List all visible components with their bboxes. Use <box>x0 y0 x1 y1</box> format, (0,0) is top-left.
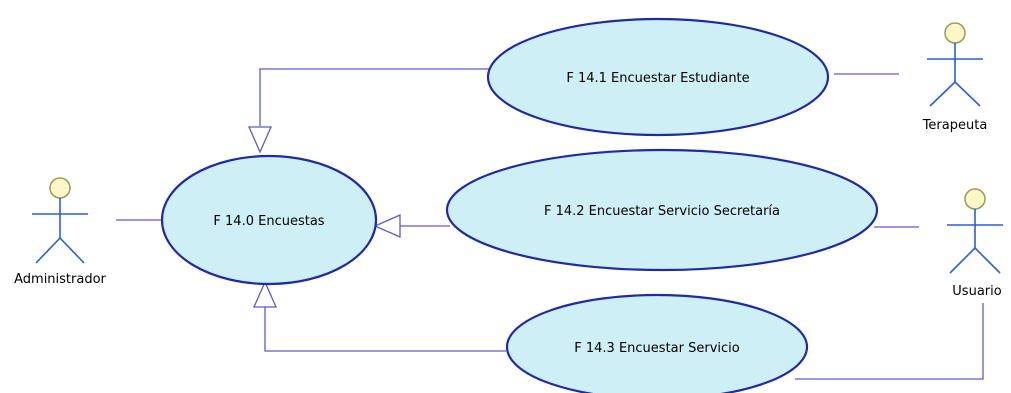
actor-administrador[interactable]: Administrador <box>14 177 107 287</box>
use-case-141-ellipse <box>486 17 830 137</box>
use-case-142-ellipse <box>445 148 879 272</box>
actor-usuario[interactable]: Usuario <box>947 188 1003 299</box>
actor-administrador-figure <box>32 177 88 264</box>
actor-terapeuta[interactable]: Terapeuta <box>922 22 988 133</box>
actor-administrador-label: Administrador <box>14 272 106 287</box>
use-case-142-label: F 14.2 Encuestar Servicio Secretaría <box>544 204 780 219</box>
generalization-arrowhead-140-bottom <box>253 280 277 308</box>
actor-usuario-label: Usuario <box>952 284 1001 299</box>
generalization-arrowhead-140-right <box>373 214 401 238</box>
generalization-141-to-140 <box>259 68 490 126</box>
use-case-143[interactable]: F 14.3 Encuestar Servicio <box>505 293 809 393</box>
connectors <box>116 68 984 380</box>
actor-terapeuta-figure <box>927 22 983 107</box>
use-case-141-label: F 14.1 Encuestar Estudiante <box>566 71 749 86</box>
generalization-143-to-140 <box>264 307 506 352</box>
use-case-140-ellipse <box>160 154 378 286</box>
association-usuario-143 <box>795 303 984 380</box>
actor-terapeuta-label: Terapeuta <box>922 118 988 133</box>
generalization-arrowhead-140-top <box>248 126 272 154</box>
use-case-141[interactable]: F 14.1 Encuestar Estudiante <box>486 17 830 137</box>
use-case-140[interactable]: F 14.0 Encuestas <box>160 154 378 286</box>
use-case-143-ellipse <box>505 293 809 393</box>
actor-usuario-figure <box>947 188 1003 274</box>
use-case-142[interactable]: F 14.2 Encuestar Servicio Secretaría <box>445 148 879 272</box>
use-case-140-label: F 14.0 Encuestas <box>213 214 324 229</box>
use-case-143-label: F 14.3 Encuestar Servicio <box>574 341 739 356</box>
